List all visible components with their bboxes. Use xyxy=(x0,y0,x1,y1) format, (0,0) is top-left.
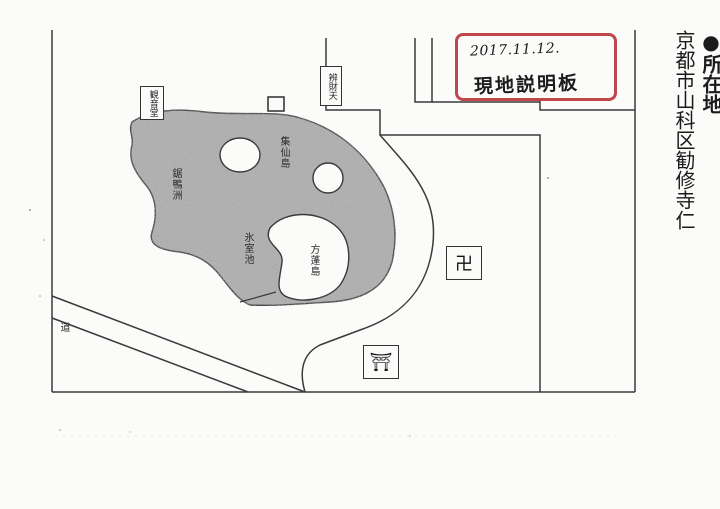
hyoushitsuchi-label: 氷室池 xyxy=(242,232,253,265)
benzaiten-label: 辨財天 xyxy=(320,66,342,106)
note-date: 2017.11.12. xyxy=(469,40,561,60)
location-address: 京都市山科区勧修寺仁 xyxy=(672,30,696,230)
pond-marker xyxy=(267,96,285,112)
location-heading: ●所在地 xyxy=(699,30,720,114)
island-houraitou xyxy=(267,213,350,301)
handwritten-note: 2017.11.12. 現地説明板 xyxy=(455,33,617,101)
road-label: 道 xyxy=(58,322,69,333)
scan-artifacts xyxy=(29,177,549,437)
shrine-symbol-icon: ⛩ xyxy=(369,351,393,373)
benzaiten-text: 辨財天 xyxy=(326,72,337,100)
shrine-symbol-box: ⛩ xyxy=(363,345,399,379)
shusentou-label: 集仙島 xyxy=(278,136,289,169)
kannondo-label: 観音堂 xyxy=(140,86,164,120)
grounds-boundary xyxy=(301,134,435,393)
kaiousu-label: 鋸鴨洲 xyxy=(170,168,181,201)
temple-symbol-box: 卍 xyxy=(446,246,482,280)
location-text: ●所在地 京都市山科区勧修寺仁 xyxy=(670,30,720,500)
temple-symbol-icon: 卍 xyxy=(455,254,473,275)
road-lines xyxy=(51,295,306,393)
island-small-a xyxy=(219,137,261,173)
kannondo-text: 観音堂 xyxy=(147,89,158,117)
islands xyxy=(219,137,350,303)
note-title: 現地説明板 xyxy=(473,72,580,98)
island-small-b xyxy=(312,162,344,194)
pond xyxy=(129,109,396,306)
houraitou-label: 方蓬島 xyxy=(308,244,319,277)
